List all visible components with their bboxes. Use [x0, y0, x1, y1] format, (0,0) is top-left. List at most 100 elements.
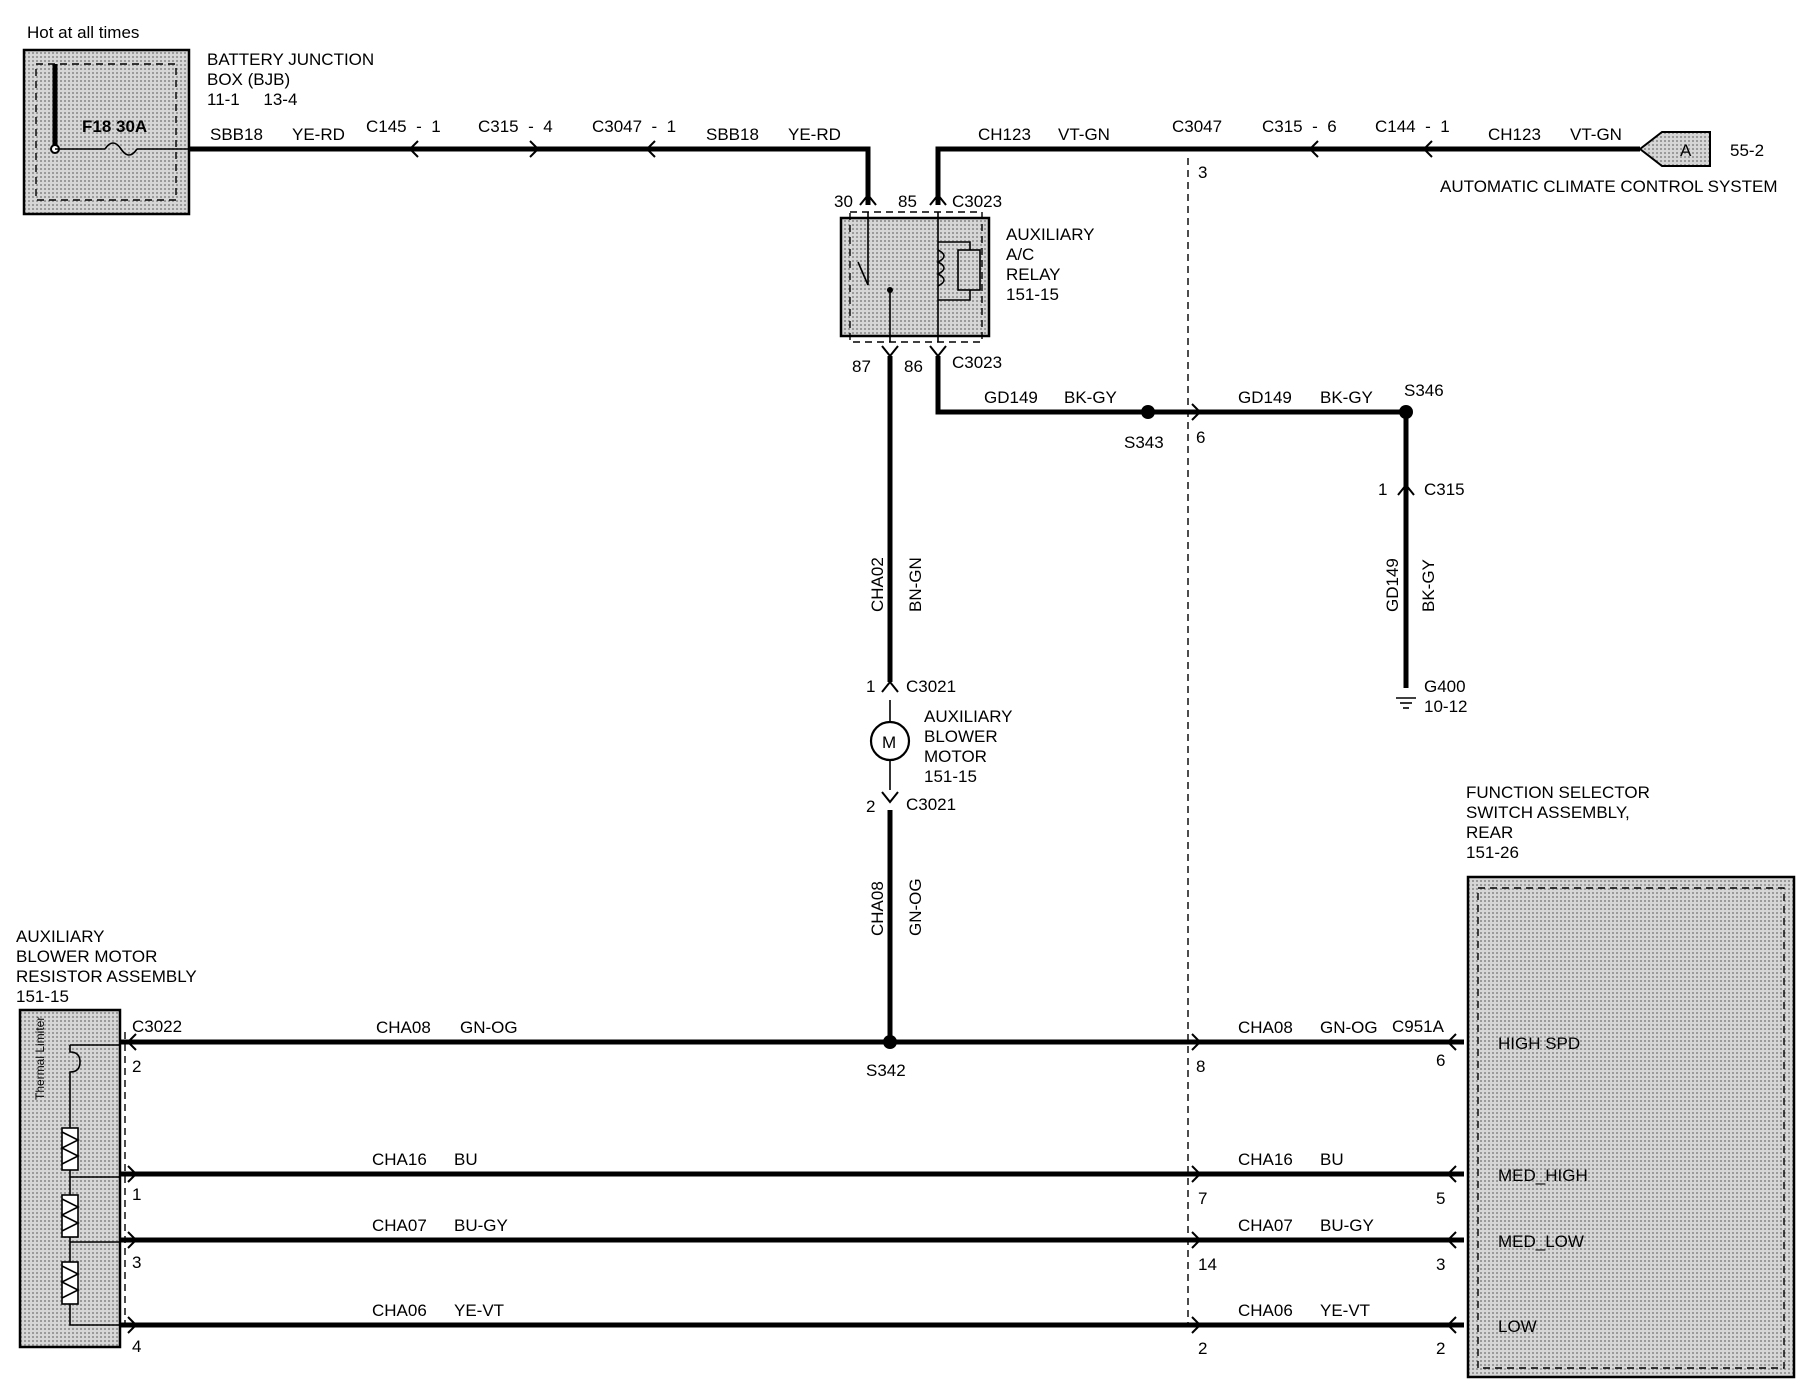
wire-cha16-left-color: BU: [454, 1150, 478, 1169]
wire-cha16-right-arrow: [1446, 1165, 1457, 1183]
switch-connector: C951A: [1392, 1017, 1445, 1036]
resistor-name-line3: RESISTOR ASSEMBLY: [16, 967, 197, 986]
wire-cha08-vertical-color: GN-OG: [906, 878, 925, 936]
wire-sbb18-color: YE-RD: [292, 125, 345, 144]
wire-cha06-left-color: YE-VT: [454, 1301, 504, 1320]
bjb-label-line2: BOX (BJB): [207, 70, 290, 89]
splice-s342-label: S342: [866, 1061, 906, 1080]
wire-cha06-mid-pin: 2: [1198, 1339, 1207, 1358]
relay-pin30: 30: [834, 192, 853, 211]
wire-cha08-left-pin: 2: [132, 1057, 141, 1076]
wire-cha16-left-arrow: [127, 1165, 138, 1183]
connector-c145-arrow: [408, 140, 419, 158]
wire-cha08-mid-arrow: [1191, 1033, 1202, 1051]
wire-cha07-right-circuit: CHA07: [1238, 1216, 1293, 1235]
connector-c315-6: C315 - 6: [1262, 117, 1337, 136]
motor-name-line1: AUXILIARY: [924, 707, 1013, 726]
wire-sbb18[interactable]: [189, 146, 871, 205]
wire-cha06-mid-arrow: [1191, 1316, 1202, 1334]
motor-pin2-arrow: [881, 791, 899, 804]
wire-gd149-color: BK-GY: [1064, 388, 1117, 407]
resistor-connector: C3022: [132, 1017, 182, 1036]
motor-symbol: M: [882, 733, 896, 752]
wire-cha07-right-color: BU-GY: [1320, 1216, 1374, 1235]
connector-c3047-pin: 3: [1198, 163, 1207, 182]
wire-cha07-right-arrow: [1446, 1231, 1457, 1249]
switch-label-high-spd: HIGH SPD: [1498, 1034, 1580, 1053]
switch-label-med-high: MED_HIGH: [1498, 1166, 1588, 1185]
wire-cha16-left-circuit: CHA16: [372, 1150, 427, 1169]
wire-cha08-right-pin: 6: [1436, 1051, 1445, 1070]
battery-junction-box[interactable]: [22, 48, 191, 216]
connector-c3047-arrow: [645, 140, 656, 158]
connector-c315-label: C315: [1424, 480, 1465, 499]
ground-g400-page: 10-12: [1424, 697, 1467, 716]
wire-cha02-circuit: CHA02: [868, 557, 887, 612]
wire-ch123-circuit-2: CH123: [1488, 125, 1541, 144]
auxiliary-blower-motor-resistor-assembly[interactable]: [18, 1008, 126, 1349]
wire-cha02-color: BN-GN: [906, 557, 925, 612]
automatic-climate-control-label: AUTOMATIC CLIMATE CONTROL SYSTEM: [1440, 177, 1778, 196]
wire-cha06-left-arrow: [127, 1316, 138, 1334]
auxiliary-ac-relay[interactable]: [839, 211, 991, 343]
wire-cha08-right-arrow: [1446, 1033, 1457, 1051]
splice-s343-label: S343: [1124, 433, 1164, 452]
relay-name-line2: A/C: [1006, 245, 1034, 264]
wire-gd149-circuit: GD149: [984, 388, 1038, 407]
wire-cha07-left-pin: 3: [132, 1253, 141, 1272]
reference-flag-a[interactable]: A: [1638, 131, 1711, 167]
relay-diode-icon: [957, 249, 981, 291]
wire-sbb18-circuit-2: SBB18: [706, 125, 759, 144]
resistor-name-line1: AUXILIARY: [16, 927, 105, 946]
motor-connector-1: C3021: [906, 677, 956, 696]
ground-icon: [1396, 697, 1416, 709]
relay-pin86-arrow: [929, 345, 947, 358]
switch-page: 151-26: [1466, 843, 1519, 862]
wire-cha07-left-arrow: [127, 1231, 138, 1249]
fuse-label: F18 30A: [82, 117, 147, 136]
bjb-label-line1: BATTERY JUNCTION: [207, 50, 374, 69]
wire-gd149-vertical-circuit: GD149: [1383, 558, 1402, 612]
connector-c3047-pin6: 6: [1196, 428, 1205, 447]
wire-ch123-circuit: CH123: [978, 125, 1031, 144]
connector-c144-arrow: [1422, 140, 1433, 158]
relay-connector-top: C3023: [952, 192, 1002, 211]
auxiliary-blower-motor[interactable]: M: [869, 700, 911, 790]
wire-gd149-vertical-color: BK-GY: [1419, 559, 1438, 612]
relay-page: 151-15: [1006, 285, 1059, 304]
bjb-label-pages: 11-1 13-4: [207, 90, 297, 109]
wire-cha06-left-circuit: CHA06: [372, 1301, 427, 1320]
function-selector-switch-assembly[interactable]: [1466, 875, 1796, 1379]
splice-s342[interactable]: [883, 1035, 897, 1049]
resistor-page: 151-15: [16, 987, 69, 1006]
relay-coil-icon: [936, 249, 945, 287]
wire-cha07-right-pin: 3: [1436, 1255, 1445, 1274]
wire-cha07-left-color: BU-GY: [454, 1216, 508, 1235]
wire-cha16-mid-arrow: [1191, 1165, 1202, 1183]
connector-c315-6-arrow: [1308, 140, 1319, 158]
wire-cha08-left-color: GN-OG: [460, 1018, 518, 1037]
fuse-icon: [104, 142, 138, 156]
wire-sbb18-circuit: SBB18: [210, 125, 263, 144]
splice-s343[interactable]: [1141, 405, 1155, 419]
relay-pin87: 87: [852, 357, 871, 376]
wire-cha16-mid-pin: 7: [1198, 1189, 1207, 1208]
wire-cha16-left-pin: 1: [132, 1185, 141, 1204]
switch-label-med-low: MED_LOW: [1498, 1232, 1584, 1251]
wire-ch123[interactable]: [935, 146, 1640, 205]
splice-s346-label: S346: [1404, 381, 1444, 400]
wire-cha06-right-arrow: [1446, 1316, 1457, 1334]
relay-name-line1: AUXILIARY: [1006, 225, 1095, 244]
connector-c145: C145 - 1: [366, 117, 441, 136]
wire-cha07-mid-pin: 14: [1198, 1255, 1217, 1274]
wire-cha08-mid-pin: 8: [1196, 1057, 1205, 1076]
wire-cha08-left-circuit: CHA08: [376, 1018, 431, 1037]
relay-connector-bottom: C3023: [952, 353, 1002, 372]
resistor-name-line2: BLOWER MOTOR: [16, 947, 157, 966]
wire-gd149[interactable]: [935, 356, 1400, 415]
wire-cha06-left-pin: 4: [132, 1337, 141, 1356]
switch-name-line2: SWITCH ASSEMBLY,: [1466, 803, 1630, 822]
reference-page: 55-2: [1730, 141, 1764, 160]
connector-c315-pin1-arrow: [1397, 483, 1415, 496]
relay-pin86: 86: [904, 357, 923, 376]
